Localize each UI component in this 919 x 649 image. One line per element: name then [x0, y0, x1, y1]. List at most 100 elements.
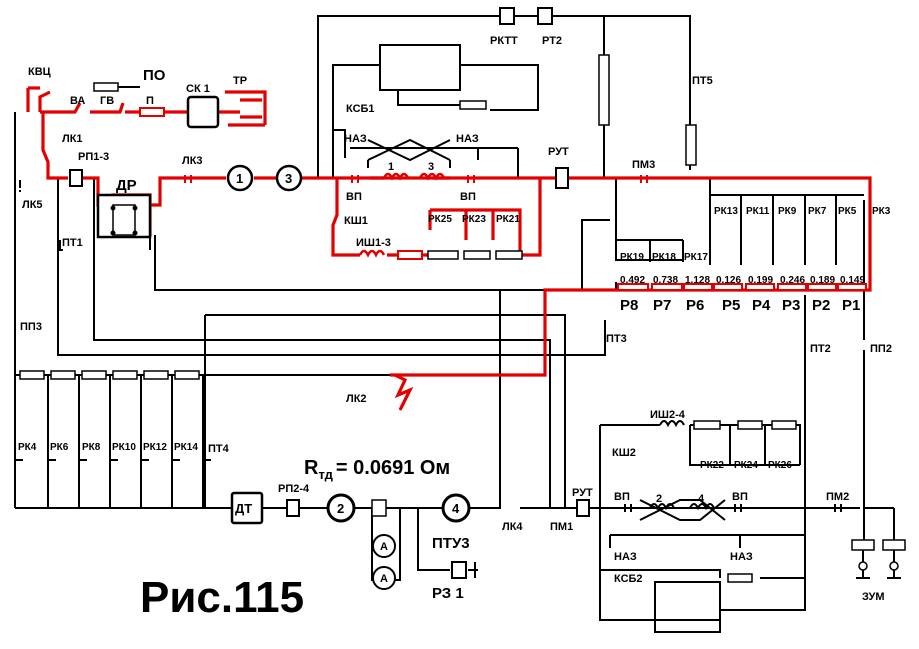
label-rk22: РК22 — [700, 460, 724, 471]
label-rz1: РЗ 1 — [432, 585, 464, 602]
label-po: ПО — [143, 67, 166, 84]
label-lk1: ЛК1 — [62, 133, 83, 145]
label-rk25: РК25 — [428, 214, 452, 225]
components — [15, 7, 906, 590]
label-pt1: ПТ1 — [62, 237, 83, 249]
ksb1-box — [379, 44, 461, 91]
resistor-value: 0.246 — [780, 275, 805, 286]
label-naz-c: НАЗ — [614, 551, 637, 563]
dt-box — [230, 491, 264, 525]
label-rktt: РКТТ — [490, 35, 518, 47]
label-rk8: РК8 — [82, 442, 101, 453]
resistor-value: 0.738 — [653, 275, 678, 286]
black-wiring — [14, 15, 895, 633]
label-m4: 4 — [452, 501, 460, 516]
label-rk24: РК24 — [734, 460, 758, 471]
resistor-value: 0.149 — [840, 275, 865, 286]
resistor-value: 0.492 — [620, 275, 645, 286]
label-pm3: ПМ3 — [632, 159, 655, 171]
label-rp13: РП1-3 — [78, 151, 109, 163]
dr-box — [96, 193, 152, 239]
label-tr: ТР — [233, 75, 247, 87]
label-dt: ДТ — [235, 501, 252, 516]
label-m1: 1 — [236, 171, 243, 186]
label-w1: 1 — [388, 161, 394, 173]
label-dr: ДР — [116, 177, 137, 194]
active-current-path — [26, 86, 872, 411]
rp13-coil — [69, 169, 83, 187]
label-pp3: ПП3 — [20, 321, 42, 333]
sk1-box — [186, 95, 220, 129]
label-rk6: РК6 — [50, 442, 69, 453]
resistor-value: 1.128 — [685, 275, 710, 286]
resistor-name: Р3 — [782, 297, 800, 314]
label-rk4: РК4 — [18, 442, 37, 453]
label-amp2: А — [380, 573, 388, 585]
figure-caption: Рис.115 — [140, 573, 304, 622]
label-sk1: СК 1 — [186, 83, 210, 95]
label-rk7: РК7 — [808, 206, 827, 217]
label-rt2: РТ2 — [542, 35, 562, 47]
label-ish13: ИШ1-3 — [356, 237, 391, 249]
label-kvc: КВЦ — [28, 66, 51, 78]
label-naz-b: НАЗ — [456, 133, 479, 145]
p-resistor — [139, 107, 165, 117]
label-w4: 4 — [698, 493, 705, 505]
label-ptu3: ПТУ3 — [432, 535, 470, 552]
rut-bottom-coil — [576, 499, 590, 517]
label-p: П — [146, 95, 154, 107]
rut-top-coil — [555, 167, 569, 189]
label-rk26: РК26 — [768, 460, 792, 471]
label-va: ВА — [70, 95, 85, 107]
motor-1 — [226, 164, 254, 192]
resistor-name: Р6 — [686, 297, 704, 314]
label-rk5: РК5 — [838, 206, 857, 217]
label-rk14: РК14 — [174, 442, 198, 453]
label-pm1: ПМ1 — [550, 521, 573, 533]
rt2-coil — [537, 7, 553, 25]
label-ksb2: КСБ2 — [614, 573, 643, 585]
rp24-coil — [286, 499, 300, 517]
label-zum: ЗУМ — [862, 591, 884, 603]
po-resistor — [93, 82, 119, 92]
label-m3: 3 — [285, 171, 292, 186]
label-lk2: ЛК2 — [346, 393, 367, 405]
resistor-name: Р8 — [620, 297, 638, 314]
label-naz-d: НАЗ — [730, 551, 753, 563]
label-pt3: ПТ3 — [606, 333, 627, 345]
label-pm2: ПМ2 — [826, 491, 849, 503]
label-vp-a: ВП — [346, 191, 362, 203]
label-vp-d: ВП — [732, 491, 748, 503]
label-ish24: ИШ2-4 — [650, 409, 686, 421]
resistor-name: Р5 — [722, 297, 740, 314]
ammeter-2 — [372, 566, 396, 590]
label-rk9: РК9 — [778, 206, 797, 217]
resistor-value: 0.189 — [810, 275, 835, 286]
label-rk10: РК10 — [112, 442, 136, 453]
motor-2 — [326, 493, 356, 523]
resistance-equation: Rтд= 0.0691 Ом — [304, 457, 450, 482]
label-rk18: РК18 — [652, 252, 676, 263]
label-lk4: ЛК4 — [502, 521, 523, 533]
label-rk19: РК19 — [620, 252, 644, 263]
ammeter-1 — [372, 534, 396, 558]
resistor-name: Р2 — [812, 297, 830, 314]
label-ksh2: КШ2 — [612, 447, 636, 459]
label-lk3: ЛК3 — [182, 155, 203, 167]
resistor-name: Р4 — [752, 297, 771, 314]
label-pt5: ПТ5 — [692, 75, 713, 87]
label-ksh1: КШ1 — [344, 215, 368, 227]
label-m2: 2 — [337, 501, 344, 516]
label-w3: 3 — [428, 161, 434, 173]
label-pt4: ПТ4 — [208, 443, 230, 455]
resistor-value: 0.199 — [748, 275, 773, 286]
label-ksb1: КСБ1 — [346, 103, 375, 115]
label-naz-a: НАЗ — [344, 133, 367, 145]
label-rut-bot: РУТ — [572, 487, 593, 499]
label-pt2: ПТ2 — [810, 343, 831, 355]
label-rk23: РК23 — [462, 214, 486, 225]
label-rp24: РП2-4 — [278, 483, 310, 495]
resistor-value: 0.126 — [716, 275, 741, 286]
labels: КВЦ ВА ГВ ПО П СК 1 ТР ЛК1 РП1-3 ДР ЛК3 … — [18, 35, 892, 622]
